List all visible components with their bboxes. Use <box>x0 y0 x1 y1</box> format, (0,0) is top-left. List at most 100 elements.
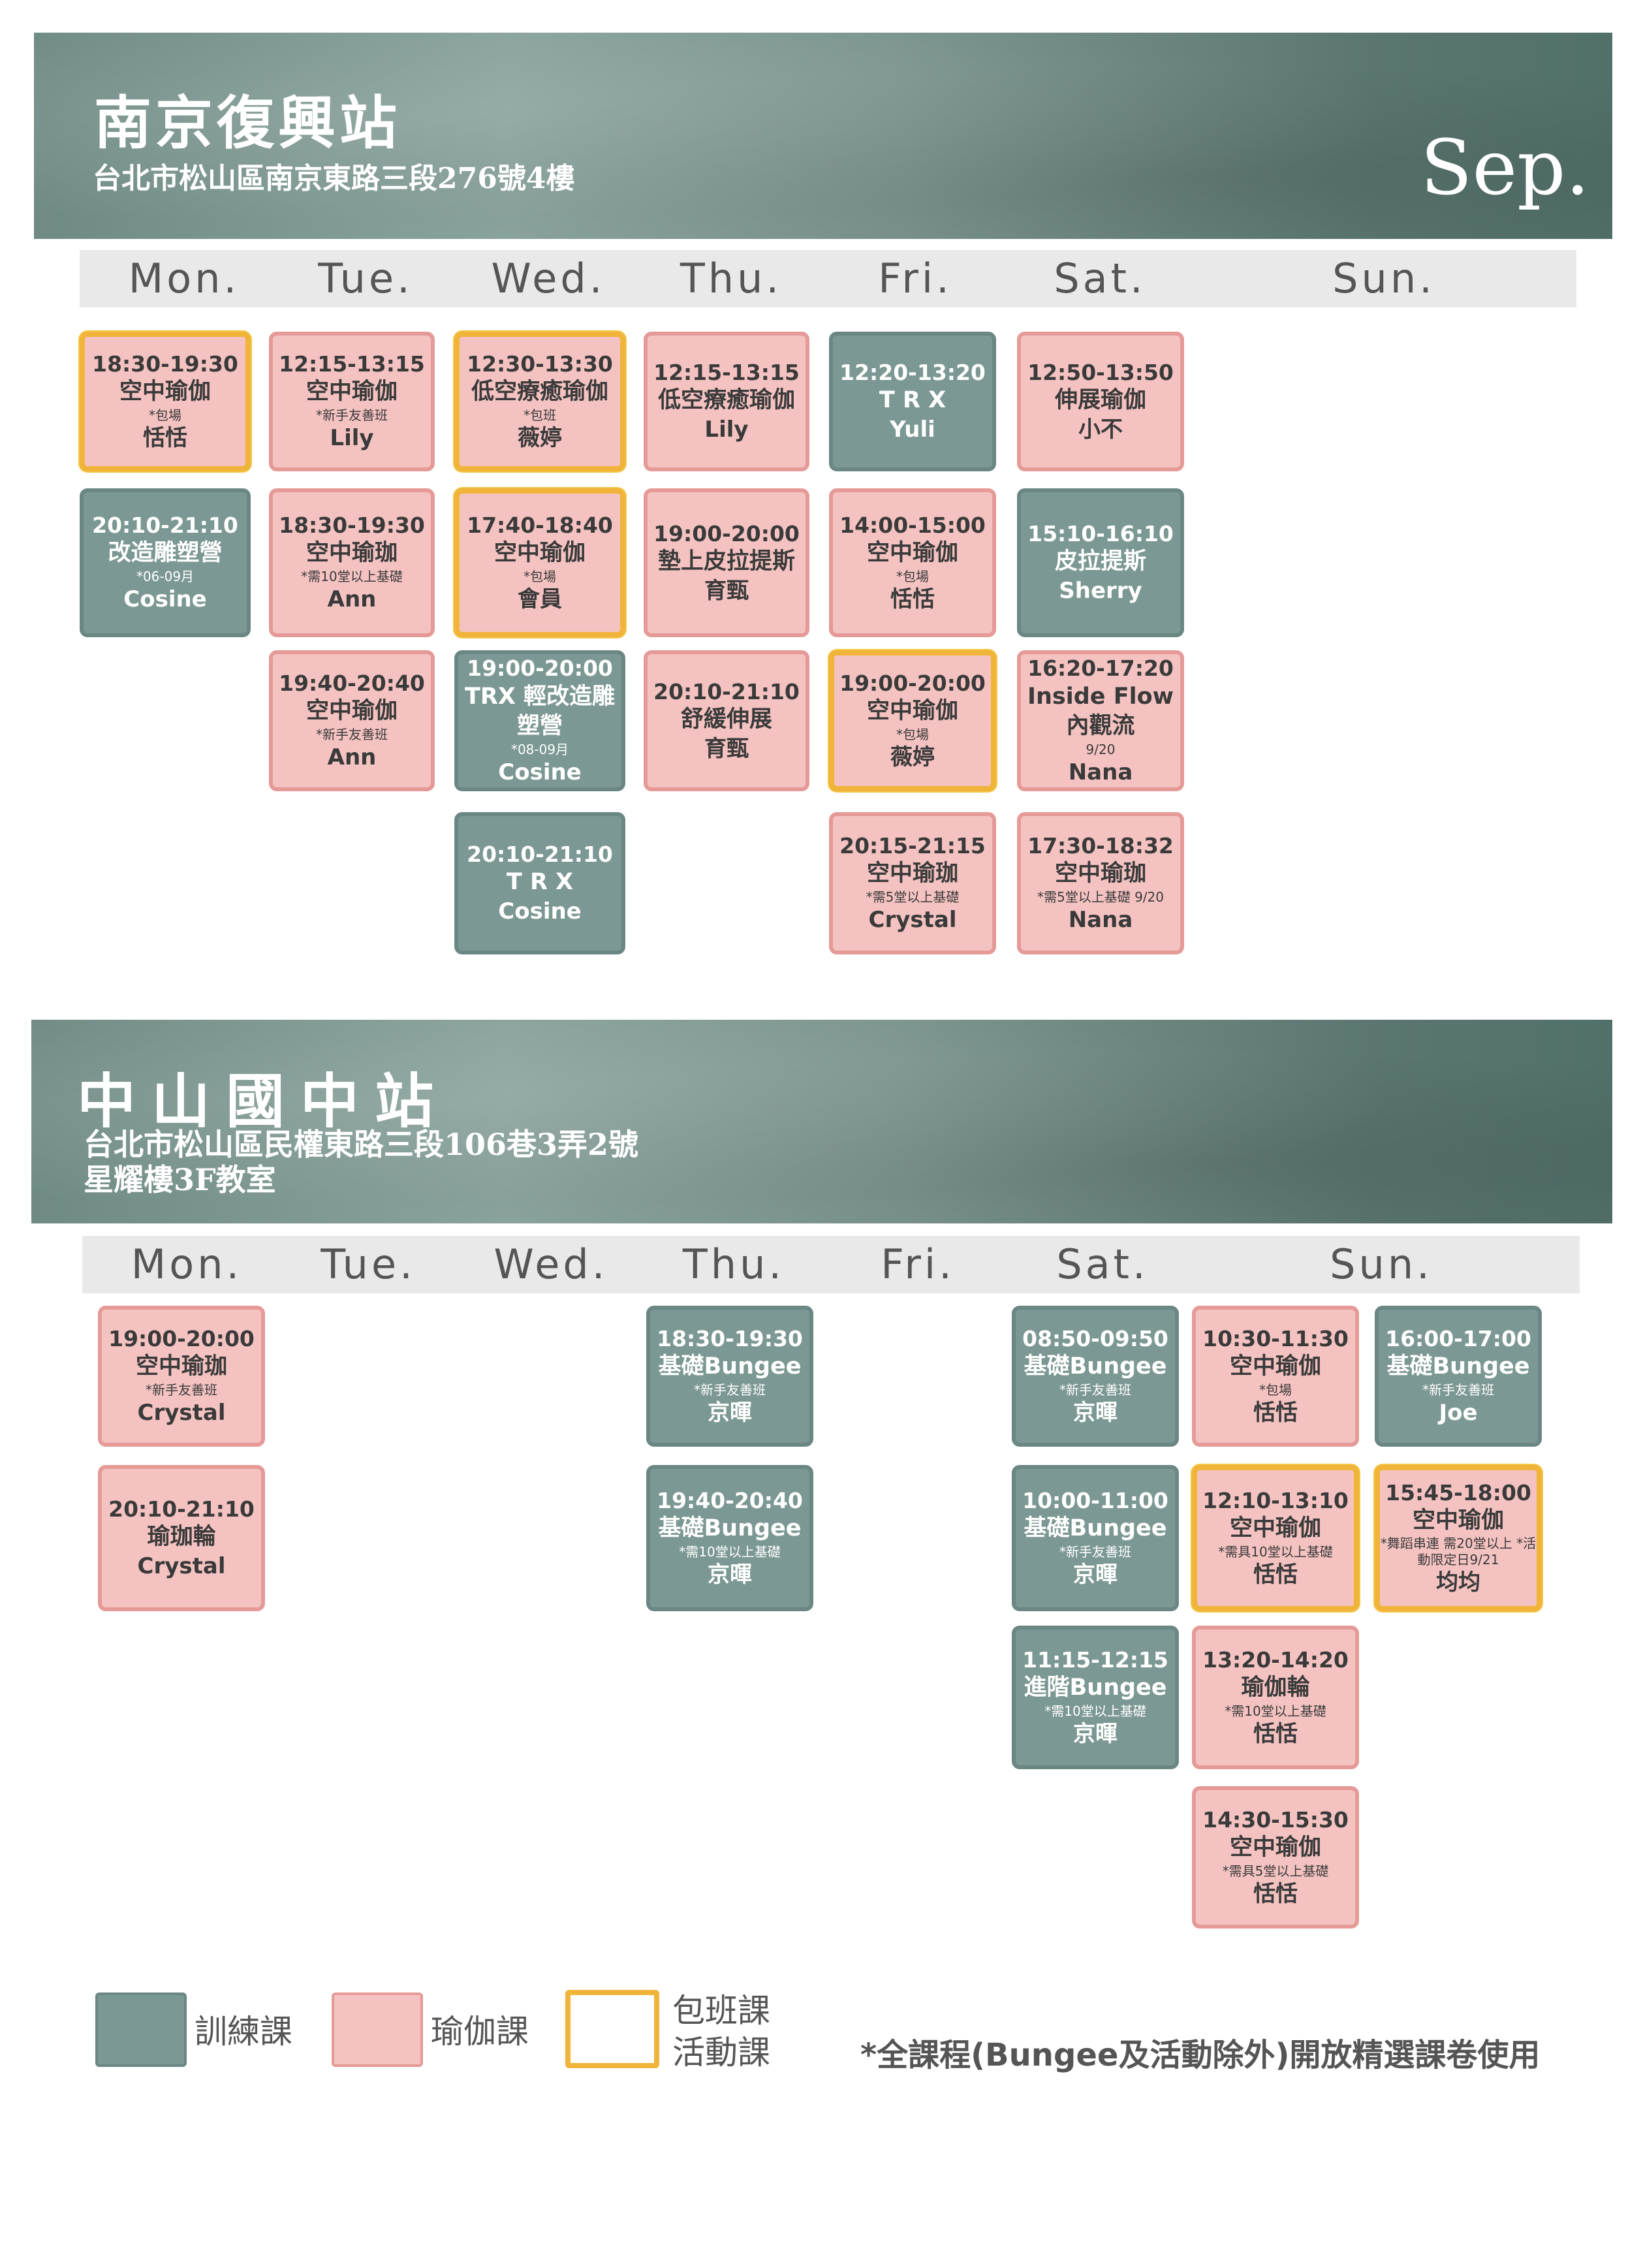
station-title: 中山國中站 <box>77 1067 449 1136</box>
class-time: 20:15-21:15 <box>839 833 986 859</box>
class-time: 19:00-20:00 <box>653 520 800 546</box>
class-note: *新手友善班 <box>1422 1381 1494 1398</box>
day-label-wed: Wed. <box>493 1240 608 1288</box>
class-time: 18:30-19:30 <box>279 512 425 539</box>
day-label-sat: Sat. <box>1054 255 1146 302</box>
class-name: 墊上皮拉提斯 <box>657 548 795 575</box>
class-instructor: Nana <box>1068 759 1133 785</box>
class-name: 舒緩伸展 <box>680 706 772 732</box>
class-note: *需具5堂以上基礎 <box>1222 1863 1329 1879</box>
class-time: 16:20-17:20 <box>1027 655 1174 682</box>
weekday-header: Mon. Tue. Wed. Thu. Fri. Sat. Sun. <box>80 250 1576 307</box>
class-time: 10:30-11:30 <box>1202 1326 1349 1352</box>
day-label-wed: Wed. <box>491 255 606 302</box>
day-label-tue: Tue. <box>321 1240 416 1288</box>
class-note: *包場 <box>149 407 181 423</box>
day-label-fri: Fri. <box>881 1240 955 1288</box>
month-label: Sep. <box>1420 124 1590 212</box>
class-name: 空中瑜伽 <box>1412 1507 1504 1534</box>
class-name: 基礎Bungee <box>1386 1353 1530 1380</box>
class-name: 基礎Bungee <box>658 1515 802 1542</box>
class-instructor: Crystal <box>868 906 957 933</box>
class-time: 15:45-18:00 <box>1385 1479 1531 1505</box>
class-name: 空中瑜珈 <box>1054 860 1146 887</box>
day-label-sat: Sat. <box>1056 1240 1149 1288</box>
class-name: Inside Flow 內觀流 <box>1027 683 1174 740</box>
class-note: *舞蹈串連 需20堂以上 *活動限定日9/21 <box>1380 1536 1537 1568</box>
class-instructor: 會員 <box>518 586 562 612</box>
class-name: 皮拉提斯 <box>1054 548 1146 575</box>
class-time: 15:10-16:10 <box>1027 520 1174 546</box>
class-time: 20:10-21:10 <box>108 1496 255 1522</box>
class-note: *需10堂以上基礎 <box>301 568 403 584</box>
station-address: 台北市松山區民權東路三段106巷3弄2號 <box>84 1127 639 1162</box>
class-instructor: Nana <box>1068 906 1133 933</box>
class-time: 20:10-21:10 <box>653 678 800 704</box>
class-note: *包場 <box>524 568 556 584</box>
weekday-header: Mon. Tue. Wed. Thu. Fri. Sat. Sun. <box>82 1236 1580 1293</box>
day-label-mon: Mon. <box>131 1240 243 1288</box>
class-name: 空中瑜伽 <box>305 698 398 725</box>
class-instructor: Cosine <box>498 759 582 785</box>
class-note: *包場 <box>896 726 929 742</box>
class-time: 12:30-13:30 <box>467 351 613 377</box>
class-instructor: 京暉 <box>1073 1399 1118 1426</box>
legend-label-package: 包班課 <box>672 1992 770 2030</box>
class-note: *需10堂以上基礎 <box>1044 1703 1146 1719</box>
class-instructor: 京暉 <box>708 1399 752 1426</box>
class-note: *需10堂以上基礎 <box>1225 1703 1326 1719</box>
class-time: 12:50-13:50 <box>1027 359 1174 385</box>
class-name: 空中瑜伽 <box>119 379 211 405</box>
class-instructor: Crystal <box>137 1399 226 1426</box>
day-label-tue: Tue. <box>318 255 413 302</box>
class-instructor: 均均 <box>1436 1569 1480 1596</box>
class-name: 空中瑜伽 <box>1229 1835 1321 1861</box>
class-name: 空中瑜伽 <box>493 540 586 567</box>
day-label-sun: Sun. <box>1332 255 1435 302</box>
class-instructor: Ann <box>327 586 377 612</box>
class-name: 瑜伽輪 <box>1241 1675 1310 1701</box>
class-note: *包場 <box>1259 1381 1292 1398</box>
class-time: 10:00-11:00 <box>1022 1488 1168 1514</box>
class-note: *新手友善班 <box>694 1381 766 1398</box>
class-instructor: Sherry <box>1059 578 1142 605</box>
class-note: *包場 <box>896 568 929 584</box>
class-name: 空中瑜珈 <box>135 1353 227 1380</box>
class-note: *需10堂以上基礎 <box>679 1543 781 1560</box>
class-time: 08:50-09:50 <box>1022 1326 1168 1352</box>
class-note: *新手友善班 <box>1059 1543 1131 1560</box>
